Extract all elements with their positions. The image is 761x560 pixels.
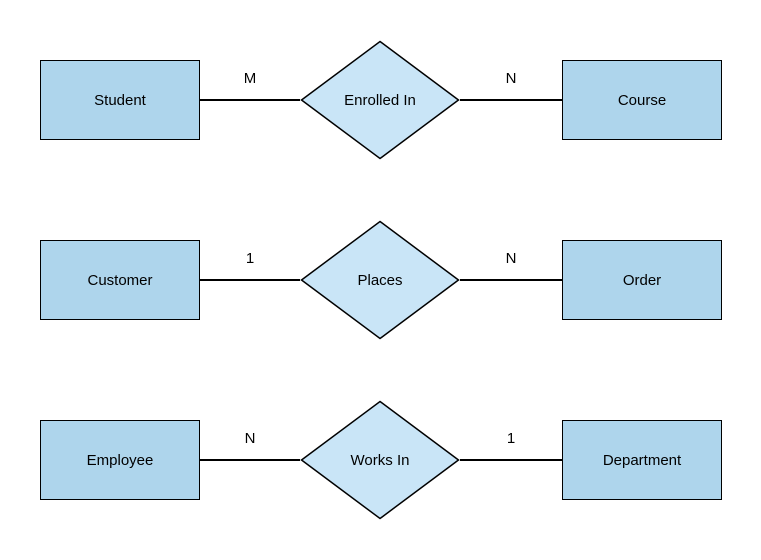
diamond-shape-icon (300, 400, 460, 520)
relationship-label: Works In (350, 451, 410, 469)
cardinality-label: N (505, 250, 517, 267)
entity-label: Order (622, 271, 662, 289)
cardinality-label: N (244, 430, 256, 447)
entity-employee[interactable]: Employee (40, 420, 200, 500)
entity-label: Course (617, 91, 667, 109)
entity-order[interactable]: Order (562, 240, 722, 320)
entity-student[interactable]: Student (40, 60, 200, 140)
entity-department[interactable]: Department (562, 420, 722, 500)
entity-label: Department (602, 451, 682, 469)
connector-enrolledin-course (460, 99, 562, 101)
cardinality-label: 1 (506, 430, 516, 447)
entity-label: Employee (86, 451, 154, 469)
relationship-places[interactable]: Places (300, 220, 460, 340)
entity-label: Student (94, 91, 146, 109)
entity-course[interactable]: Course (562, 60, 722, 140)
diamond-shape-icon (300, 40, 460, 160)
relationship-label: Enrolled In (344, 91, 416, 109)
relationship-works-in[interactable]: Works In (300, 400, 460, 520)
entity-customer[interactable]: Customer (40, 240, 200, 320)
relationship-label: Places (357, 271, 403, 289)
diamond-shape-icon (300, 220, 460, 340)
connector-customer-places (200, 279, 300, 281)
cardinality-label: 1 (245, 250, 255, 267)
relationship-enrolled-in[interactable]: Enrolled In (300, 40, 460, 160)
connector-worksin-department (460, 459, 562, 461)
entity-label: Customer (87, 271, 153, 289)
connector-places-order (460, 279, 562, 281)
connector-employee-worksin (200, 459, 300, 461)
connector-student-enrolledin (200, 99, 300, 101)
cardinality-label: M (243, 70, 257, 87)
cardinality-label: N (505, 70, 517, 87)
